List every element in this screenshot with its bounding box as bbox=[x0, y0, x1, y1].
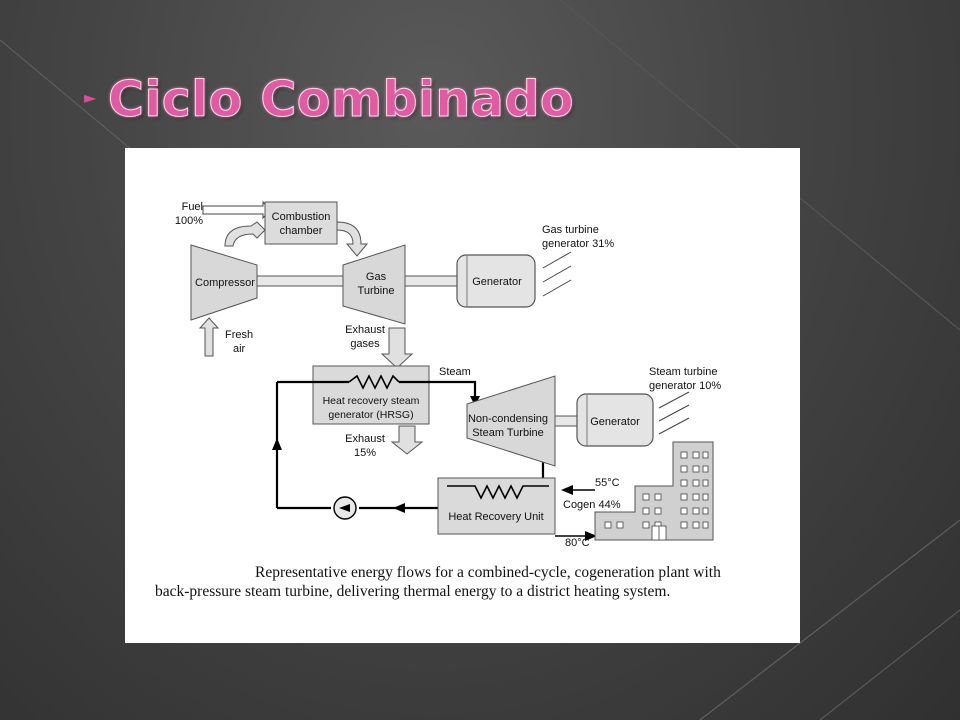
caption-line-2: back-pressure steam turbine, delivering … bbox=[155, 583, 671, 600]
return-temperature: 55°C bbox=[595, 477, 620, 489]
svg-text:Generator: Generator bbox=[590, 416, 640, 428]
loop-left-arrow bbox=[393, 503, 405, 513]
district-buildings bbox=[594, 441, 714, 541]
district-heating-lines bbox=[555, 489, 595, 537]
svg-text:chamber: chamber bbox=[280, 225, 323, 237]
fresh-air-label-2: air bbox=[233, 343, 246, 355]
steam-generator-output-lines bbox=[658, 391, 690, 435]
svg-text:Heat Recovery Unit: Heat Recovery Unit bbox=[448, 511, 543, 523]
steam-generator-output-percent: generator 10% bbox=[649, 380, 721, 392]
gas-generator-output-label: Gas turbine bbox=[542, 224, 599, 236]
hrsg-unit: Heat recovery steam generator (HRSG) bbox=[312, 365, 430, 425]
exhaust-gases-label: Exhaust bbox=[345, 324, 385, 336]
svg-text:Combustion: Combustion bbox=[272, 211, 331, 223]
gas-generator-output-lines bbox=[542, 251, 572, 297]
cogen-label: Cogen 44% bbox=[563, 499, 621, 511]
svg-text:Non-condensing: Non-condensing bbox=[468, 413, 548, 425]
pump-icon bbox=[333, 496, 357, 520]
supply-arrow bbox=[585, 531, 597, 541]
svg-text:Turbine: Turbine bbox=[358, 285, 395, 297]
svg-text:Compressor: Compressor bbox=[195, 277, 255, 289]
svg-text:Generator: Generator bbox=[472, 276, 522, 288]
svg-text:generator (HRSG): generator (HRSG) bbox=[328, 409, 413, 421]
return-arrow bbox=[561, 485, 573, 495]
svg-text:Gas: Gas bbox=[366, 271, 387, 283]
chamber-to-turbine-arrow bbox=[336, 221, 369, 257]
air-to-chamber-arrow bbox=[224, 221, 266, 247]
loop-up-arrow bbox=[272, 438, 282, 450]
steam-generator-output-label: Steam turbine bbox=[649, 366, 717, 378]
steam-turbine-generator: Generator bbox=[576, 393, 654, 447]
fuel-label: Fuel bbox=[182, 201, 203, 213]
steam-label: Steam bbox=[439, 366, 471, 378]
svg-text:Steam Turbine: Steam Turbine bbox=[472, 427, 544, 439]
fresh-air-arrow bbox=[198, 317, 220, 357]
triangle-right-icon: ► bbox=[84, 88, 97, 107]
compressor: Compressor bbox=[190, 244, 258, 321]
steam-shaft bbox=[554, 415, 578, 427]
svg-text:Heat recovery steam: Heat recovery steam bbox=[323, 395, 420, 407]
exhaust-out-percent: 15% bbox=[354, 447, 376, 459]
gas-turbine-generator: Generator bbox=[456, 254, 536, 308]
gas-generator-output-percent: generator 31% bbox=[542, 238, 614, 250]
fuel-percent: 100% bbox=[175, 215, 203, 227]
exhaust-gases-arrow bbox=[380, 327, 414, 369]
supply-temperature: 80°C bbox=[565, 537, 590, 549]
exhaust-gases-label-2: gases bbox=[350, 338, 380, 350]
slide-title: Ciclo Combinado bbox=[107, 71, 575, 129]
combustion-chamber: Combustion chamber bbox=[264, 201, 338, 245]
exhaust-out-label: Exhaust bbox=[345, 433, 385, 445]
gas-turbine: Gas Turbine bbox=[342, 244, 406, 325]
fresh-air-label: Fresh bbox=[225, 329, 253, 341]
caption-line-1: Representative energy flows for a combin… bbox=[255, 564, 721, 581]
figure-caption: Representative energy flows for a combin… bbox=[155, 563, 790, 601]
heat-recovery-unit: Heat Recovery Unit bbox=[437, 477, 556, 535]
steam-turbine: Non-condensing Steam Turbine bbox=[466, 375, 556, 467]
diagram-figure: Fuel 100% Combustion chamber Compressor … bbox=[125, 148, 800, 643]
exhaust-out-arrow bbox=[390, 425, 424, 455]
